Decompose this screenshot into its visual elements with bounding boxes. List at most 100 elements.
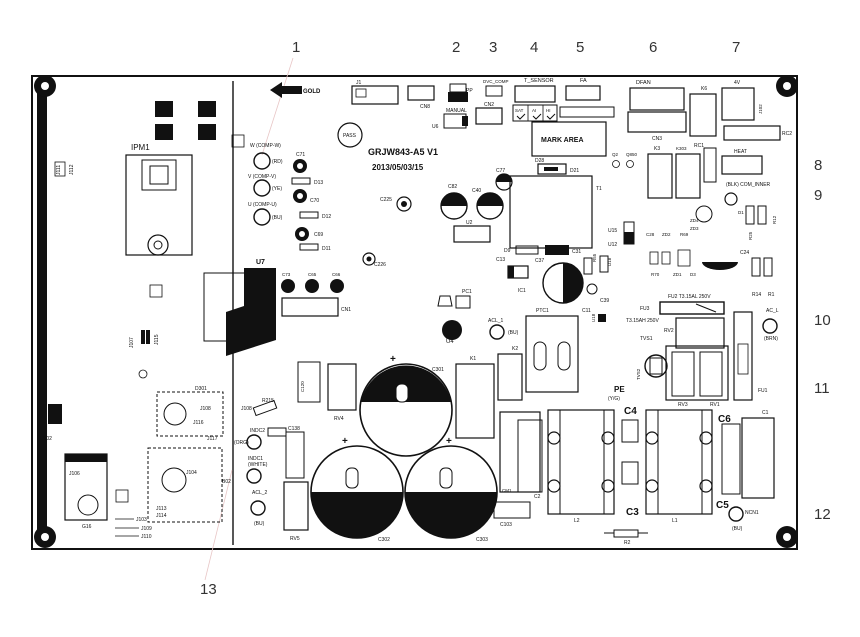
gold-arrow bbox=[270, 82, 302, 98]
u7-heatsink bbox=[226, 268, 276, 356]
center-c303-label: C303 bbox=[476, 537, 488, 543]
connectors-com_inner-label: (BLK) COM_INNER bbox=[726, 182, 771, 188]
pass-stamp bbox=[337, 122, 363, 148]
connectors-ye-label: (Y/G) bbox=[608, 396, 620, 402]
center-d1-label: D1 bbox=[738, 210, 744, 215]
center-q2-label: Q2 bbox=[612, 152, 619, 157]
mark-area bbox=[531, 121, 607, 157]
center-j108b-label: J108 bbox=[241, 406, 252, 412]
center-u7-label: U7 bbox=[256, 259, 265, 266]
center-ptc1-label: PTC1 bbox=[536, 308, 549, 314]
center-c71-label: C71 bbox=[296, 152, 305, 158]
acl1-terminal bbox=[489, 324, 505, 340]
center-ac_l2_bu-label: (BU) bbox=[254, 521, 265, 527]
callout-3: 3 bbox=[489, 39, 497, 56]
center-r14-label: R14 bbox=[752, 292, 761, 298]
center-q850-label: Q850 bbox=[626, 152, 638, 157]
rv5 bbox=[283, 481, 309, 531]
callout-6: 6 bbox=[649, 39, 657, 56]
fuse-area: FU3 T3.15AH 250V FU2 T3.15AL 250V RV2 AC… bbox=[608, 294, 779, 408]
center-c24-label: C24 bbox=[740, 250, 749, 256]
center-c3-label: C3 bbox=[626, 507, 639, 518]
connectors-k6-label: K6 bbox=[701, 86, 707, 92]
connectors-sensor_tags-2-label: HI bbox=[546, 108, 551, 113]
connectors-k4-label: 4V bbox=[734, 80, 741, 86]
ncn1-terminal bbox=[728, 506, 744, 522]
callout-13: 13 bbox=[200, 581, 217, 598]
callout-8: 8 bbox=[814, 157, 822, 174]
center-c70-label: C70 bbox=[310, 198, 319, 204]
left-j107-label: J107 bbox=[129, 337, 135, 348]
left-j116-label: J116 bbox=[193, 420, 204, 426]
compressor-terminals: W (COMP-W) (RD) V (COMP-V) (YE) U (COMP-… bbox=[203, 143, 351, 356]
fu1-fuse bbox=[733, 311, 753, 401]
center-rv1-label: RV1 bbox=[710, 402, 720, 408]
connectors-dvc_comp-label: DVC_COMP bbox=[483, 79, 509, 84]
connectors-manual-label: MANUAL bbox=[446, 108, 467, 114]
center-d11-label: D11 bbox=[322, 246, 331, 252]
left-j115-label: J115 bbox=[154, 334, 160, 345]
cn2-connector bbox=[475, 107, 503, 125]
center-v_ye-label: (YE) bbox=[272, 186, 282, 192]
center-ic1-label: IC1 bbox=[518, 288, 526, 294]
connectors-cn8-label: CN8 bbox=[420, 104, 430, 110]
left-j104-label: J104 bbox=[186, 470, 197, 476]
left-j113-label: J113 bbox=[156, 506, 167, 512]
center-d18-label: D18 bbox=[607, 257, 612, 266]
j104-block bbox=[147, 447, 223, 523]
center-c103-label: C103 bbox=[500, 522, 512, 528]
center-zd2-label: ZD2 bbox=[662, 232, 671, 237]
connectors-brn-label: (BRN) bbox=[764, 336, 778, 342]
center-c6-label: C6 bbox=[718, 414, 731, 425]
callout-5: 5 bbox=[576, 39, 584, 56]
k4-relay bbox=[721, 87, 755, 121]
center-c225-label: C225 bbox=[380, 197, 392, 203]
center-c28-label: C28 bbox=[646, 232, 655, 237]
callouts: 1 2 3 4 5 6 7 8 9 10 11 12 13 bbox=[200, 39, 831, 598]
connectors-pp-label: PP bbox=[466, 88, 473, 94]
tvs1 bbox=[644, 354, 668, 378]
center-org-label: (ORG) bbox=[234, 440, 249, 446]
connectors-rc2-label: RC2 bbox=[782, 131, 792, 137]
center-rv2-label: RV2 bbox=[664, 328, 674, 334]
center-u_comp-label: U (COMP-U) bbox=[248, 202, 277, 208]
center-c40-label: C40 bbox=[472, 188, 481, 194]
center-ac_l2-label: ACL_2 bbox=[252, 490, 268, 496]
center-tvs2-label: TVS2 bbox=[636, 368, 641, 380]
left-j110-label: J110 bbox=[141, 534, 152, 540]
center-u2-label: U2 bbox=[466, 220, 473, 226]
ipm1-label: IPM1 bbox=[131, 143, 150, 152]
left-j117-label: J117 bbox=[207, 436, 218, 442]
callout-9: 9 bbox=[814, 187, 822, 204]
center-l1-label: L1 bbox=[672, 518, 678, 524]
center-c66-label: C66 bbox=[332, 272, 341, 277]
connectors-heat-label: HEAT bbox=[734, 149, 747, 155]
center-c77-label: C77 bbox=[496, 168, 505, 174]
center-zd4-label: ZD4 bbox=[690, 218, 699, 223]
center-r70-label: R70 bbox=[651, 272, 660, 277]
board-gold_label-label: GOLD bbox=[303, 89, 321, 95]
center-fu3-label: FU3 bbox=[640, 306, 650, 312]
left-section: IPM1 J111 J112 J107 J115 D301 J108 J116 … bbox=[40, 101, 245, 540]
d301-block bbox=[156, 391, 224, 437]
callout-12: 12 bbox=[814, 506, 831, 523]
center-zd1-label: ZD1 bbox=[673, 272, 682, 277]
center-k2-label: K2 bbox=[512, 346, 518, 352]
center-rv5-label: RV5 bbox=[290, 536, 300, 542]
center-indc1-label: INDC1 bbox=[248, 456, 263, 462]
center-d9-label: D9 bbox=[504, 248, 511, 254]
center-u12-label: U12 bbox=[608, 242, 617, 248]
c301-capacitor bbox=[359, 363, 453, 457]
center-c2-label: C2 bbox=[534, 494, 541, 500]
board-date: 2013/05/03/15 bbox=[372, 163, 424, 172]
center-c82-label: C82 bbox=[448, 184, 457, 190]
center-tvs1-label: TVS1 bbox=[640, 336, 653, 342]
connectors-cn3-label: CN3 bbox=[652, 136, 662, 142]
center-cm1-label: CM1 bbox=[502, 488, 512, 493]
center-k1-label: K1 bbox=[470, 356, 476, 362]
k1-relay bbox=[455, 363, 495, 439]
center-c120-label: C120 bbox=[300, 381, 305, 392]
center-c39-label: C39 bbox=[600, 298, 609, 304]
center-indc2-label: INDC2 bbox=[250, 428, 265, 434]
left-j106-label: J106 bbox=[69, 471, 80, 477]
